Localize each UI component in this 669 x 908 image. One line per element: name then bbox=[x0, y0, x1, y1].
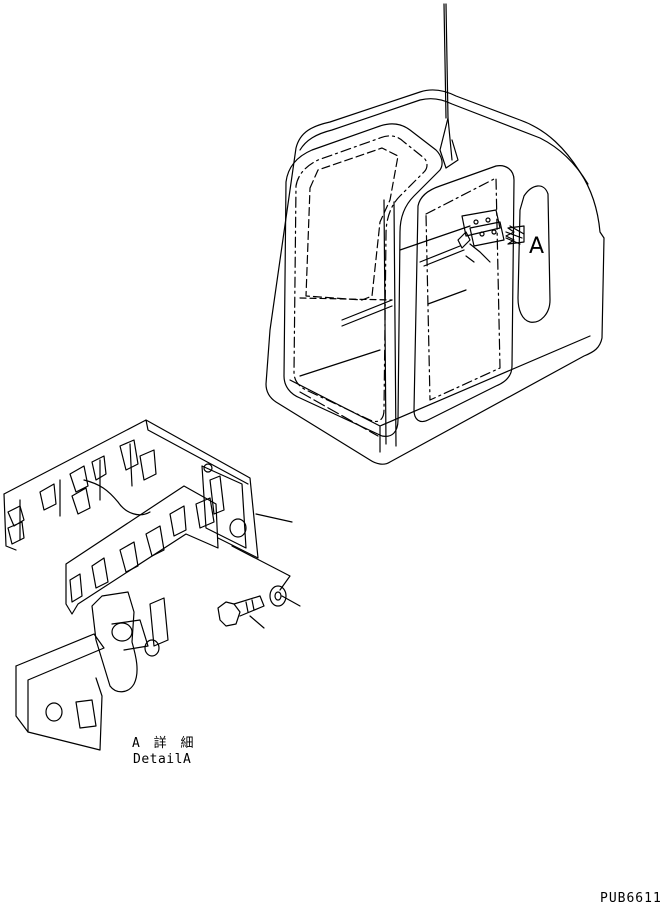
clip bbox=[119, 525, 165, 573]
callout-label: A bbox=[529, 234, 545, 259]
rod bbox=[419, 245, 465, 267]
arm-boss bbox=[111, 622, 133, 642]
sill-line bbox=[299, 297, 393, 301]
bottom-plate bbox=[15, 633, 105, 751]
bracket-hole bbox=[479, 231, 485, 237]
wire bbox=[83, 479, 151, 516]
drawing-code: PUB6611 bbox=[600, 891, 662, 906]
antenna-base bbox=[439, 117, 459, 169]
side-window bbox=[413, 165, 515, 423]
interior-lines bbox=[299, 225, 471, 377]
side-plate bbox=[201, 465, 247, 549]
arm-hole bbox=[144, 639, 160, 657]
side-window-inner bbox=[425, 177, 501, 401]
clip bbox=[39, 483, 57, 511]
upper-bracket bbox=[3, 419, 259, 559]
windshield-dashed bbox=[293, 135, 428, 423]
bracket-hole bbox=[473, 219, 479, 225]
clip bbox=[69, 557, 109, 603]
arm-link bbox=[111, 619, 149, 651]
plate-hole-large bbox=[229, 518, 247, 538]
bottom-rail bbox=[289, 335, 591, 453]
wiper-line bbox=[341, 299, 393, 327]
clip bbox=[69, 465, 91, 515]
front-frame bbox=[283, 123, 443, 437]
clip bbox=[91, 455, 107, 481]
interior-handle bbox=[427, 289, 467, 305]
leader-line bbox=[231, 545, 291, 591]
bracket-tabs bbox=[19, 443, 133, 541]
windshield-inner bbox=[305, 147, 399, 301]
detail-a-drawing bbox=[3, 419, 301, 751]
leader-line bbox=[255, 513, 293, 523]
leader-line bbox=[249, 615, 265, 629]
lower-bracket bbox=[65, 485, 219, 615]
cable bbox=[465, 243, 491, 263]
bracket-hole bbox=[485, 217, 491, 223]
clip bbox=[169, 497, 215, 537]
cab-outline bbox=[265, 89, 605, 465]
rod-end bbox=[457, 231, 471, 249]
rear-window bbox=[517, 185, 551, 323]
detail-caption-japanese: A 詳 細 bbox=[132, 736, 197, 751]
leader-line bbox=[281, 595, 301, 607]
swing-arm bbox=[91, 591, 138, 693]
washer bbox=[269, 585, 287, 607]
bottom-plate-edge bbox=[15, 665, 29, 733]
clip bbox=[139, 449, 157, 481]
floor-line bbox=[299, 391, 379, 437]
door-pillar bbox=[383, 199, 397, 447]
detail-caption-english: DetailA bbox=[133, 752, 192, 767]
antenna bbox=[443, 3, 453, 161]
clip bbox=[119, 439, 139, 471]
cab-roof-rim bbox=[299, 98, 589, 185]
cab-bracket bbox=[461, 209, 505, 247]
cab-drawing bbox=[265, 3, 605, 465]
upper-bracket-edge bbox=[3, 493, 17, 551]
bottom-plate-hole bbox=[45, 702, 63, 722]
arm-clip bbox=[149, 597, 169, 647]
bottom-clip bbox=[75, 699, 97, 729]
clip bbox=[7, 505, 25, 545]
callout-arrow bbox=[505, 225, 525, 245]
bolt bbox=[217, 595, 265, 627]
bracket-hole bbox=[491, 229, 497, 235]
plate-hole bbox=[203, 463, 213, 473]
